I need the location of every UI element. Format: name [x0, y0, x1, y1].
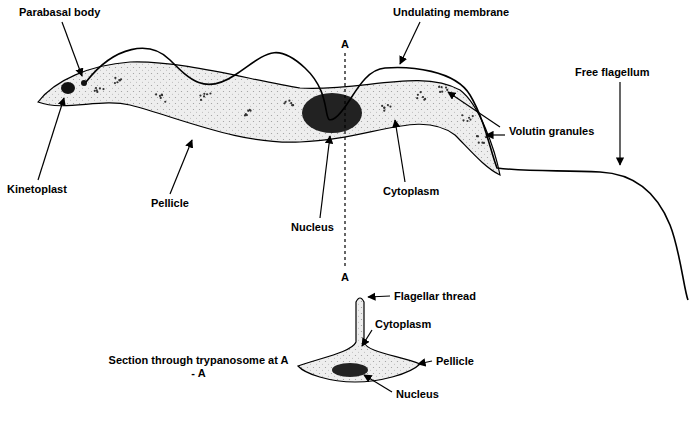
granule-dot	[288, 100, 290, 102]
nucleus	[302, 93, 362, 133]
granule-dot	[478, 142, 480, 144]
granule-dot	[164, 101, 166, 103]
granule-dot	[283, 102, 285, 104]
granule-dot	[466, 120, 468, 122]
granule-dot	[416, 97, 418, 99]
granule-dot	[206, 93, 208, 95]
granule-dot	[249, 109, 251, 111]
granule-dot	[424, 98, 426, 100]
part-label: Flagellar thread	[393, 290, 477, 303]
volutin-granules	[94, 77, 488, 144]
part-label: Parabasal body	[18, 6, 101, 19]
granule-dot	[438, 86, 440, 88]
section-title: Section through trypanosome at A - A	[105, 354, 292, 380]
leader-lines	[38, 22, 620, 392]
granule-dot	[99, 87, 101, 89]
granule-dot	[445, 86, 447, 88]
section-marker: A	[340, 38, 350, 51]
granule-dot	[94, 90, 96, 92]
granule-dot	[469, 118, 471, 120]
granule-dot	[155, 93, 157, 95]
granule-dot	[161, 94, 163, 96]
part-label: Nucleus	[395, 388, 440, 401]
granule-dot	[468, 117, 470, 119]
granule-dot	[383, 110, 385, 112]
granule-dot	[476, 135, 478, 137]
granule-dot	[439, 91, 441, 93]
part-label: Free flagellum	[574, 66, 651, 79]
granule-dot	[441, 91, 443, 93]
cross-section	[298, 298, 420, 382]
granule-dot	[244, 114, 246, 116]
part-label: Undulating membrane	[392, 6, 510, 19]
granule-dot	[116, 81, 118, 83]
granule-dot	[249, 110, 251, 112]
granule-dot	[161, 94, 163, 96]
granule-dot	[102, 88, 104, 90]
granule-dot	[159, 95, 161, 97]
part-label: Kinetoplast	[6, 183, 68, 196]
granule-dot	[209, 92, 211, 94]
granule-dot	[200, 99, 202, 101]
granule-dot	[160, 97, 162, 99]
section-line	[344, 53, 345, 268]
granule-dot	[203, 95, 205, 97]
granule-dot	[472, 115, 474, 117]
granule-dot	[203, 93, 205, 95]
granule-dot	[120, 78, 122, 80]
part-label: Volutin granules	[508, 125, 595, 138]
part-label: Cytoplasm	[374, 318, 432, 331]
granule-dot	[387, 104, 389, 106]
section-marker: A	[340, 271, 350, 284]
granule-dot	[383, 106, 385, 108]
granule-dot	[420, 91, 422, 93]
granule-dot	[417, 94, 419, 96]
granule-dot	[462, 119, 464, 121]
section-nucleus	[332, 363, 368, 377]
granule-dot	[95, 87, 97, 89]
granule-dot	[246, 114, 248, 116]
part-label: Cytoplasm	[382, 185, 440, 198]
granule-dot	[292, 104, 294, 106]
granule-dot	[114, 82, 116, 84]
flagellum	[86, 48, 688, 300]
granule-dot	[446, 89, 448, 91]
granule-dot	[291, 104, 293, 106]
granule-dot	[114, 77, 116, 79]
granule-dot	[440, 86, 442, 88]
granule-dot	[481, 142, 483, 144]
cell-body	[38, 62, 500, 175]
granule-dot	[199, 94, 201, 96]
granule-dot	[290, 102, 292, 104]
part-label: Pellicle	[435, 355, 475, 368]
granule-dot	[381, 105, 383, 107]
granule-dot	[461, 114, 463, 116]
granule-dot	[422, 96, 424, 98]
granule-dot	[383, 107, 385, 109]
granule-dot	[389, 105, 391, 107]
granule-dot	[96, 89, 98, 91]
granule-dot	[423, 99, 425, 101]
kinetoplast	[61, 82, 75, 94]
part-label: Pellicle	[150, 197, 190, 210]
part-label: Nucleus	[290, 221, 335, 234]
